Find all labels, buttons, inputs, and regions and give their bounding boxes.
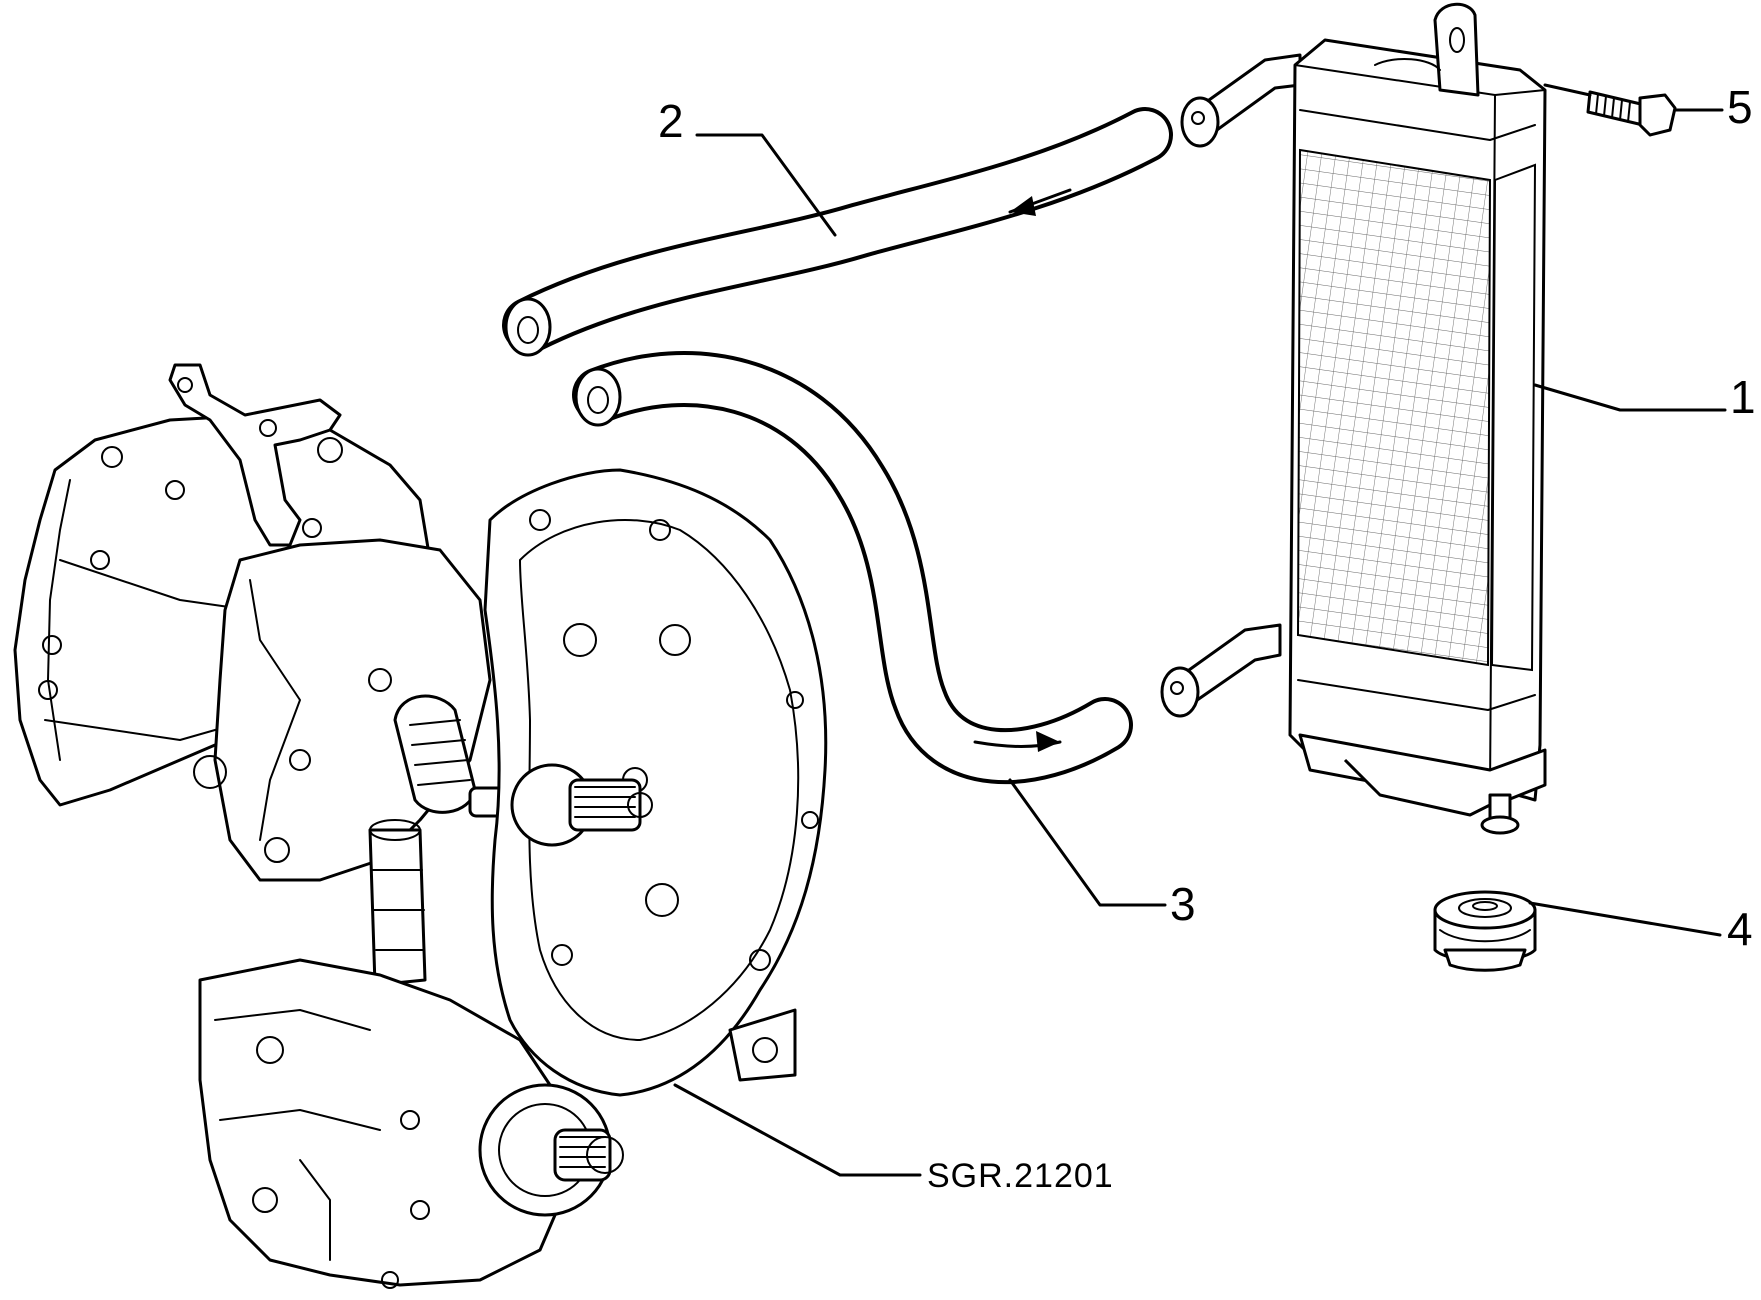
bolt xyxy=(1586,90,1677,137)
reference-code: SGR.21201 xyxy=(927,1157,1114,1195)
hose-lower xyxy=(572,351,1133,785)
callout-4: 4 xyxy=(1727,903,1753,955)
leader-lines xyxy=(673,83,1727,1177)
hose-upper xyxy=(502,107,1173,357)
gearbox xyxy=(13,363,828,1289)
callout-2: 2 xyxy=(658,95,684,147)
callout-5: 5 xyxy=(1727,81,1753,133)
callout-3: 3 xyxy=(1170,878,1196,930)
oil-cooler xyxy=(1160,2,1547,835)
rubber-mount xyxy=(1433,890,1537,972)
callout-1: 1 xyxy=(1730,371,1756,423)
